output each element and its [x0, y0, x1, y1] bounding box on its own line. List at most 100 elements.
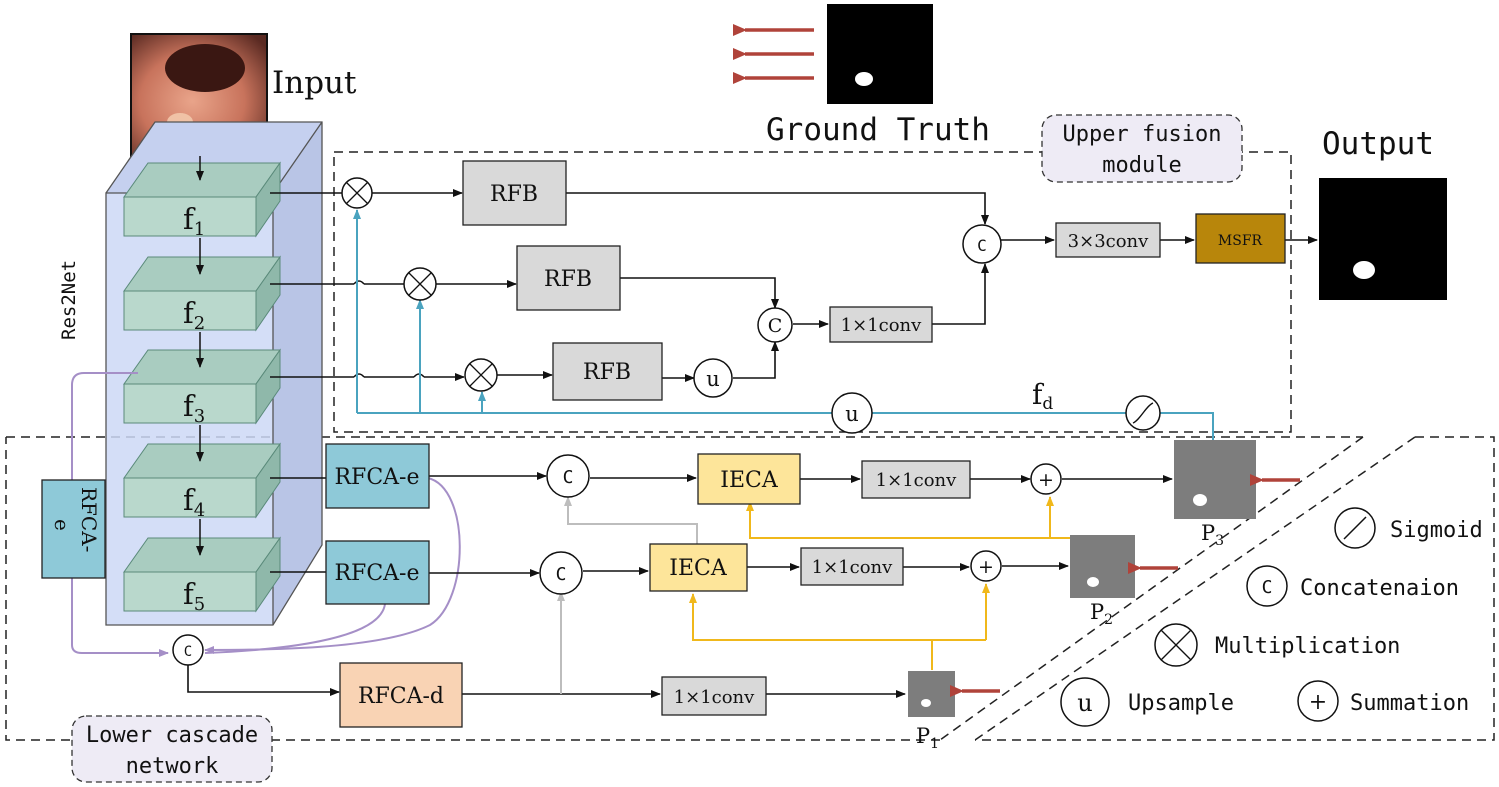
legend: Sigmoid C Concatenaion Multiplication u …	[1060, 507, 1483, 727]
feature-f3-label: f3	[183, 389, 205, 427]
svg-text:RFCA-e: RFCA-e	[334, 561, 419, 586]
ieca-block-1: IECA	[697, 453, 801, 505]
svg-text:MSFR: MSFR	[1218, 233, 1263, 249]
upper-wires	[270, 189, 1318, 382]
concat-node-upper-1: C	[757, 307, 793, 343]
svg-text:u: u	[1077, 689, 1092, 717]
legend-divider-1	[939, 436, 1364, 741]
legend-multiplication-label: Multiplication	[1215, 634, 1400, 659]
feature-f4: f4	[123, 442, 281, 521]
upper-module-label: Upper fusion module	[1041, 114, 1243, 183]
feature-f4-label: f4	[183, 483, 205, 521]
rfca-e4-block: RFCA-e	[325, 443, 430, 509]
svg-text:module: module	[1102, 153, 1181, 178]
fd-label: fd	[1032, 378, 1053, 414]
input-label: Input	[272, 65, 357, 101]
svg-text:Lower cascade: Lower cascade	[86, 723, 258, 748]
svg-text:e: e	[50, 519, 74, 531]
svg-text:IECA: IECA	[669, 556, 728, 581]
msfr-block: MSFR	[1195, 213, 1286, 264]
legend-sigmoid-icon	[1334, 507, 1376, 549]
output-label: Output	[1322, 126, 1434, 162]
purple-wires	[71, 372, 461, 657]
svg-text:network: network	[126, 754, 219, 779]
multiply-node-1	[341, 177, 373, 209]
svg-text:+: +	[978, 556, 994, 578]
legend-summation-icon: +	[1297, 680, 1339, 722]
yellow-wires	[689, 496, 1070, 670]
upper-module-border	[333, 151, 1292, 433]
svg-text:RFCA-d: RFCA-d	[358, 684, 444, 709]
svg-text:C: C	[563, 467, 574, 488]
conv3-block: 3×3conv	[1055, 222, 1161, 258]
svg-text:C: C	[184, 644, 192, 660]
ground-truth-label: Ground Truth	[766, 112, 990, 148]
svg-text:P3: P3	[1201, 521, 1224, 549]
svg-text:RFCA-: RFCA-	[77, 487, 101, 552]
feature-f1: f1	[123, 161, 281, 240]
rfb-block-3: RFB	[552, 342, 663, 401]
svg-text:C: C	[977, 236, 987, 255]
ieca-block-2: IECA	[649, 543, 748, 592]
prediction-p3: P3	[1174, 440, 1256, 549]
svg-text:u: u	[845, 402, 859, 426]
concat-node-lower-2: C	[539, 551, 583, 595]
svg-text:P2: P2	[1090, 600, 1113, 628]
concat-node-lower-1: C	[546, 454, 590, 498]
upsample-node-fd: u	[831, 392, 873, 434]
sum-node-1: +	[1030, 463, 1062, 495]
gray-wires	[557, 496, 698, 694]
legend-summation-label: Summation	[1350, 691, 1469, 716]
prediction-p1: P1	[908, 671, 955, 752]
svg-text:RFCA-e: RFCA-e	[334, 465, 419, 490]
blue-feedback-wires	[353, 209, 1214, 440]
svg-text:u: u	[706, 367, 720, 391]
upsample-node-upper: u	[693, 358, 733, 398]
svg-text:C: C	[556, 564, 567, 585]
legend-concat-label: Concatenaion	[1300, 576, 1459, 601]
svg-text:RFB: RFB	[544, 267, 592, 292]
rfca-d-block: RFCA-d	[339, 662, 463, 728]
conv1-lower-a: 1×1conv	[861, 460, 971, 499]
legend-concat-icon: C	[1246, 565, 1288, 607]
rfb-block-2: RFB	[516, 245, 621, 311]
legend-sigmoid-label: Sigmoid	[1390, 518, 1483, 543]
feature-f2-label: f2	[183, 296, 205, 334]
legend-upsample-icon: u	[1060, 677, 1110, 727]
svg-text:RFB: RFB	[583, 360, 631, 385]
svg-text:1×1conv: 1×1conv	[841, 315, 922, 336]
concat-node-upper-2: C	[962, 224, 1002, 264]
multiply-node-2	[403, 267, 437, 301]
feature-f5: f5	[123, 536, 281, 615]
ground-truth-image	[827, 4, 933, 104]
feature-f2: f2	[123, 255, 281, 334]
svg-text:+: +	[1038, 469, 1054, 491]
lower-module-label: Lower cascade network	[71, 715, 273, 783]
ground-truth-arrows	[733, 24, 814, 84]
sigmoid-node	[1125, 395, 1161, 431]
rfca-e-side-block: RFCA- e	[41, 479, 106, 579]
svg-text:C: C	[1262, 577, 1273, 598]
output-image	[1319, 178, 1447, 300]
conv1-upper-block: 1×1conv	[829, 306, 933, 343]
svg-text:1×1conv: 1×1conv	[876, 470, 957, 491]
svg-text:P1: P1	[916, 724, 939, 752]
svg-text:+: +	[1309, 690, 1327, 715]
svg-text:Upper fusion: Upper fusion	[1063, 122, 1222, 147]
concat-node-lower-3: C	[172, 634, 204, 666]
backbone-label: Res2Net	[58, 260, 80, 340]
multiply-node-3	[464, 358, 498, 392]
feature-f1-label: f1	[183, 202, 205, 240]
svg-text:1×1conv: 1×1conv	[812, 557, 893, 578]
legend-upsample-label: Upsample	[1128, 691, 1234, 716]
svg-text:C: C	[768, 315, 783, 337]
prediction-p2: P2	[1070, 535, 1135, 628]
svg-text:3×3conv: 3×3conv	[1068, 231, 1149, 252]
sum-node-2: +	[970, 550, 1002, 582]
legend-multiplication-icon	[1154, 623, 1198, 667]
conv1-lower-c: 1×1conv	[661, 676, 767, 716]
conv1-lower-b: 1×1conv	[800, 547, 904, 586]
svg-text:IECA: IECA	[720, 468, 779, 493]
rfb-block-1: RFB	[462, 160, 567, 226]
rfca-e5-block: RFCA-e	[325, 540, 430, 605]
